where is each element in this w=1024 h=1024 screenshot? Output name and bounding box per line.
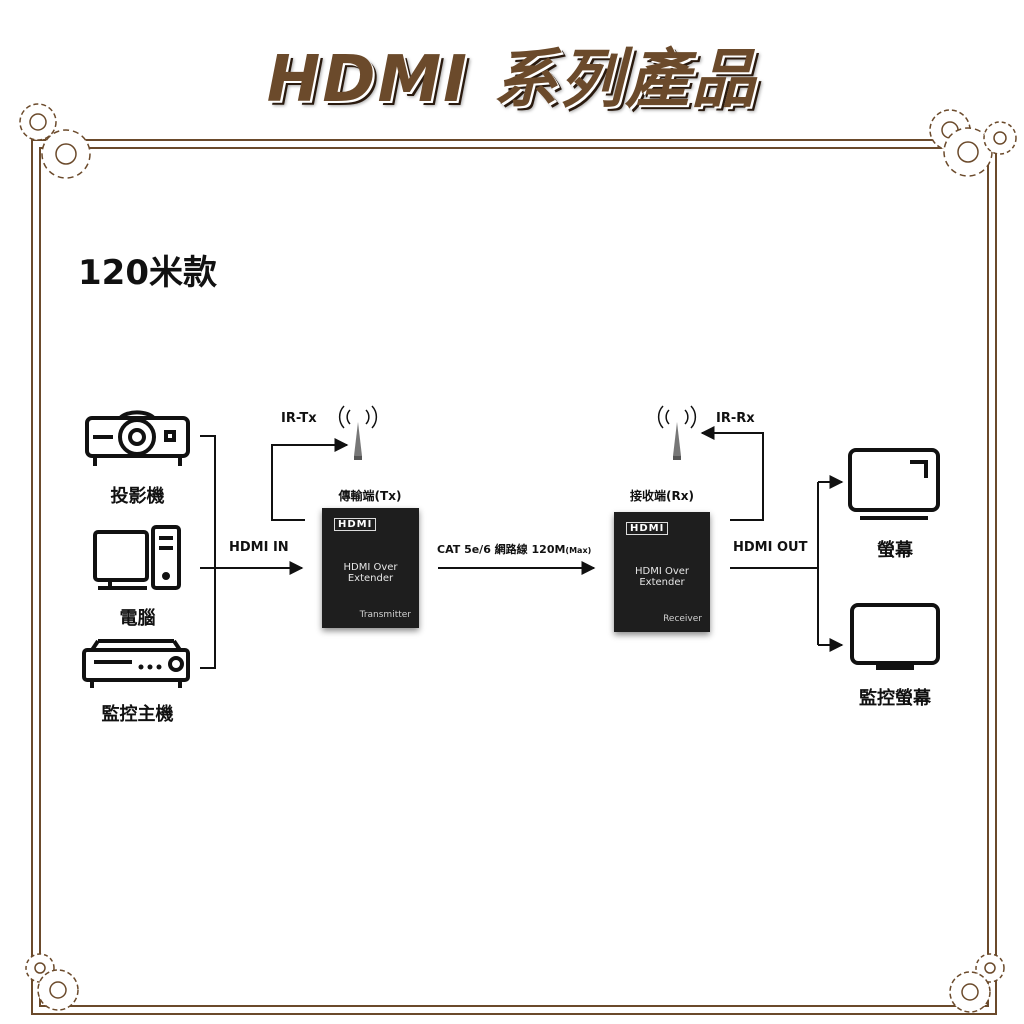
monitor-icon <box>848 448 940 520</box>
gear-icon <box>949 971 991 1013</box>
receiver-caption: 接收端(Rx) <box>630 489 694 503</box>
source-label-projector: 投影機 <box>110 486 165 507</box>
display-label-cctv-monitor: 監控螢幕 <box>859 688 931 709</box>
page-title: HDMI 系列產品 <box>266 43 758 117</box>
source-label-computer: 電腦 <box>119 608 156 629</box>
hdmi-in-label: HDMI IN <box>229 540 289 555</box>
gear-icon <box>943 127 993 177</box>
page-subtitle: 120米款 <box>78 253 217 293</box>
transmitter-hdmi-logo: HDMI <box>334 518 377 531</box>
cable-label-main: CAT 5e/6 網路線 120M <box>437 543 566 556</box>
gear-icon <box>983 121 1017 155</box>
receiver-role: Receiver <box>663 614 702 624</box>
source-label-dvr: 監控主機 <box>101 704 174 725</box>
projector-icon <box>85 410 190 466</box>
gear-icon <box>41 129 91 179</box>
transmitter-product-name: HDMI Over Extender <box>343 562 398 584</box>
ir-tx-label: IR-Tx <box>281 411 317 426</box>
antenna-icon <box>338 405 378 460</box>
gear-icon <box>37 969 79 1011</box>
receiver-hdmi-logo: HDMI <box>626 522 669 535</box>
antenna-icon <box>657 405 697 460</box>
receiver-device: HDMI HDMI Over Extender Receiver <box>614 512 710 632</box>
gear-icon <box>19 103 57 141</box>
transmitter-device: HDMI HDMI Over Extender Transmitter <box>322 508 419 628</box>
transmitter-role: Transmitter <box>359 610 411 620</box>
transmitter-caption: 傳輸端(Tx) <box>338 489 402 503</box>
computer-icon <box>93 525 181 590</box>
source-bracket <box>200 435 216 669</box>
display-label-monitor: 螢幕 <box>877 540 913 561</box>
gear-icon <box>975 953 1005 983</box>
cable-label-suffix: (Max) <box>565 546 592 555</box>
monitor-icon <box>850 603 940 670</box>
ir-rx-label: IR-Rx <box>716 411 755 426</box>
dvr-icon <box>82 639 190 688</box>
ir-rx-arrow <box>700 426 764 521</box>
hdmi-out-label: HDMI OUT <box>733 540 808 555</box>
ir-tx-arrow <box>271 438 349 521</box>
cable-label: CAT 5e/6 網路線 120M(Max) <box>437 541 591 557</box>
receiver-product-name: HDMI Over Extender <box>634 566 690 588</box>
